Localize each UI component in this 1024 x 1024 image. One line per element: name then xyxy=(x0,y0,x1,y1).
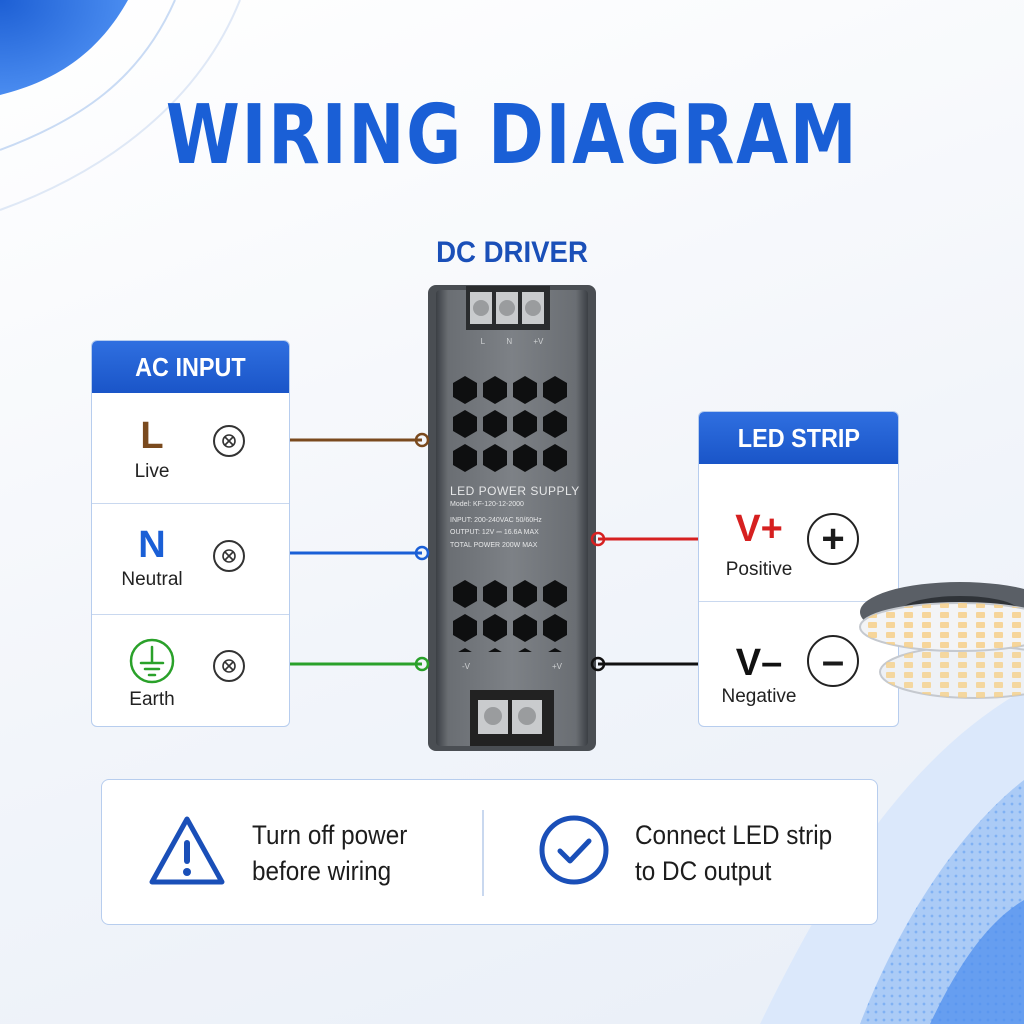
driver-bottom-terminal-labels: -V +V xyxy=(462,662,562,671)
driver-label-plate: LED POWER SUPPLY Model: KF-120-12-2000 I… xyxy=(450,484,580,549)
note-connect-line2: to DC output xyxy=(635,856,772,886)
ac-input-panel: AC INPUT L Live N Neutral Earth xyxy=(91,340,290,727)
dc-driver-label: DC DRIVER xyxy=(436,236,588,269)
ac-row-neutral: N Neutral xyxy=(92,503,289,614)
terminal-label-v-plus-top: +V xyxy=(533,337,544,346)
plate-output: OUTPUT: 12V ⎓ 16.6A MAX xyxy=(450,529,539,536)
positive-symbol: V+ xyxy=(735,508,783,550)
ac-row-live: L Live xyxy=(92,393,289,503)
earth-label: Earth xyxy=(129,689,175,710)
earth-icon xyxy=(128,637,176,685)
plate-input: INPUT: 200-240VAC 50/60Hz xyxy=(450,517,542,524)
terminal-label-v-plus-bottom: +V xyxy=(551,662,562,671)
ac-input-title: AC INPUT xyxy=(135,351,246,382)
plate-heading: LED POWER SUPPLY xyxy=(450,484,580,498)
led-strip-title: LED STRIP xyxy=(737,422,860,453)
terminal-label-v-minus: -V xyxy=(462,662,470,671)
led-strip-header: LED STRIP xyxy=(699,412,898,464)
note-warning-text: Turn off power before wiring xyxy=(252,817,407,889)
notes-box: Turn off power before wiring Connect LED… xyxy=(101,779,878,925)
live-symbol: L xyxy=(140,415,164,457)
note-connect-text: Connect LED strip to DC output xyxy=(635,817,832,889)
terminal-label-n: N xyxy=(506,337,513,346)
live-label: Live xyxy=(134,461,170,482)
led-row-negative: V– Negative – xyxy=(699,601,898,726)
top-terminal-screws xyxy=(470,292,544,324)
check-circle-icon xyxy=(538,814,610,886)
plus-icon: + xyxy=(807,513,859,565)
earth-terminal-icon xyxy=(213,650,245,682)
note-warning-line2: before wiring xyxy=(252,856,392,886)
minus-icon: – xyxy=(807,635,859,687)
positive-wire xyxy=(590,531,715,547)
negative-wire xyxy=(590,656,715,672)
plate-model: Model: KF-120-12-2000 xyxy=(450,501,524,508)
terminal-label-l: L xyxy=(480,337,486,346)
note-warning-line1: Turn off power xyxy=(252,820,408,850)
plate-total-power: TOTAL POWER 200W MAX xyxy=(450,542,538,549)
ac-input-header: AC INPUT xyxy=(92,341,289,393)
negative-label: Negative xyxy=(721,686,797,707)
neutral-terminal-icon xyxy=(213,540,245,572)
driver-top-terminal-labels: L N +V xyxy=(470,337,554,346)
neutral-label: Neutral xyxy=(121,569,183,590)
page-title: WIRING DIAGRAM xyxy=(165,88,859,183)
live-terminal-icon xyxy=(213,425,245,457)
negative-symbol: V– xyxy=(735,642,783,684)
led-row-positive: V+ Positive + xyxy=(699,464,898,601)
led-strip-panel: LED STRIP V+ Positive + V– Negative – xyxy=(698,411,899,727)
note-connect-line1: Connect LED strip xyxy=(635,820,833,850)
warning-icon xyxy=(147,814,227,888)
ac-row-earth: Earth xyxy=(92,614,289,726)
notes-divider xyxy=(482,810,484,896)
positive-label: Positive xyxy=(725,559,793,580)
neutral-symbol: N xyxy=(138,524,166,566)
